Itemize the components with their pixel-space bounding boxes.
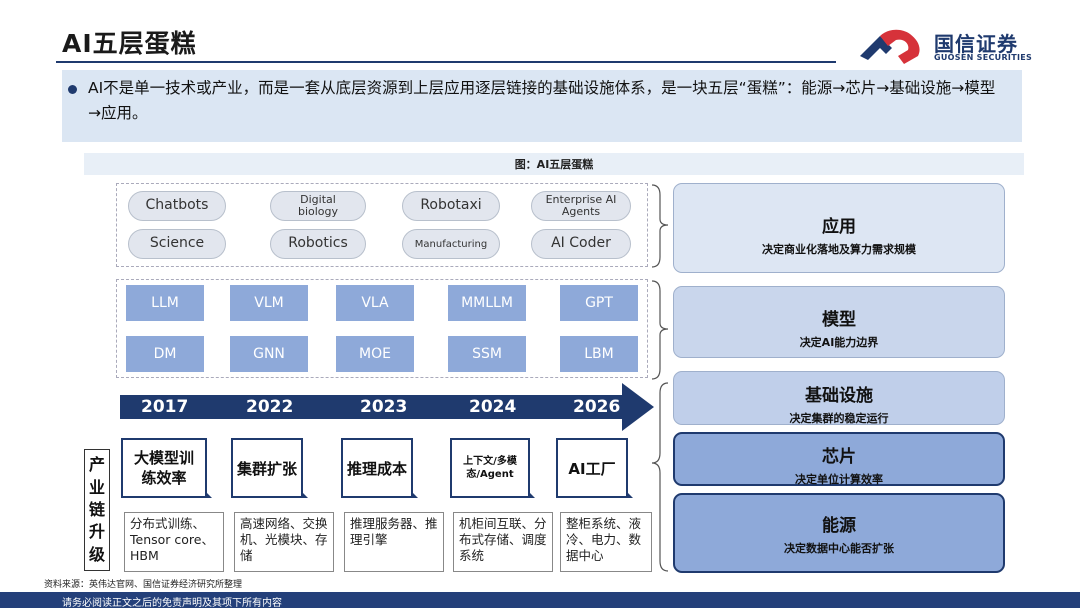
side-label-char: 业 — [88, 477, 105, 497]
model-box: MMLLM — [448, 285, 526, 321]
layer-chip: 芯片 决定单位计算效率 — [673, 432, 1005, 486]
stage-detail: 机柜间互联、分布式存储、调度系统 — [453, 512, 553, 572]
timeline-arrow — [120, 383, 654, 431]
models-group — [116, 279, 648, 378]
model-box: LBM — [560, 336, 638, 372]
stage-detail: 高速网络、交换机、光模块、存储 — [234, 512, 334, 572]
app-pill: Science — [128, 229, 226, 259]
timeline-year: 2017 — [141, 397, 189, 417]
side-label-char: 链 — [88, 499, 105, 519]
layer-name: 基础设施 — [805, 386, 873, 406]
app-pill: Manufacturing — [402, 229, 500, 259]
page-title: AI五层蛋糕 — [62, 29, 197, 58]
stage-box: 集群扩张 — [231, 438, 308, 498]
model-box: LLM — [126, 285, 204, 321]
layer-name: 应用 — [822, 217, 856, 237]
stage-detail: 分布式训练、Tensor core、HBM — [124, 512, 224, 572]
layer-name: 模型 — [822, 310, 856, 330]
model-box: VLA — [336, 285, 414, 321]
model-box: MOE — [336, 336, 414, 372]
timeline-year: 2026 — [573, 397, 621, 417]
layer-application: 应用 决定商业化落地及算力需求规模 — [673, 183, 1005, 273]
footer-bar: 请务必阅读正文之后的免责声明及其项下所有内容 — [0, 592, 1080, 608]
app-pill: Robotaxi — [402, 191, 500, 221]
app-pill: Chatbots — [128, 191, 226, 221]
layer-desc: 决定单位计算效率 — [795, 473, 883, 486]
footer-disclaimer: 请务必阅读正文之后的免责声明及其项下所有内容 — [62, 598, 282, 608]
applications-group — [116, 183, 648, 267]
stage-box: AI工厂 — [556, 438, 633, 498]
layer-desc: 决定数据中心能否扩张 — [784, 542, 894, 555]
stage-detail: 整柜系统、液冷、电力、数据中心 — [560, 512, 652, 572]
figure-title: 图：AI五层蛋糕 — [514, 158, 594, 171]
app-pill: Enterprise AI Agents — [531, 191, 631, 221]
model-box: VLM — [230, 285, 308, 321]
figure-title-bar: 图：AI五层蛋糕 — [84, 153, 1024, 175]
model-box: GPT — [560, 285, 638, 321]
timeline-year: 2023 — [360, 397, 408, 417]
layer-desc: 决定AI能力边界 — [799, 336, 879, 349]
guosen-logo-icon — [860, 29, 920, 64]
app-pill: AI Coder — [531, 229, 631, 259]
model-box: GNN — [230, 336, 308, 372]
layer-infrastructure: 基础设施 决定集群的稳定运行 — [673, 371, 1005, 425]
company-logo: 国信证券 GUOSEN SECURITIES — [858, 26, 1033, 66]
logo-text-cn: 国信证券 — [934, 32, 1018, 56]
layer-name: 芯片 — [822, 447, 856, 467]
stage-detail: 推理服务器、推理引擎 — [344, 512, 444, 572]
layer-energy: 能源 决定数据中心能否扩张 — [673, 493, 1005, 573]
layer-desc: 决定商业化落地及算力需求规模 — [762, 243, 916, 256]
side-label-char: 升 — [88, 522, 105, 542]
title-divider — [56, 61, 836, 63]
side-label-char: 级 — [88, 544, 105, 564]
model-box: SSM — [448, 336, 526, 372]
stage-box: 大模型训练效率 — [121, 438, 212, 498]
industry-chain-upgrade-label: 产 业 链 升 级 — [84, 449, 110, 571]
timeline-year: 2022 — [246, 397, 294, 417]
side-label-char: 产 — [88, 455, 105, 475]
source-note: 资料来源：英伟达官网、国信证券经济研究所整理 — [44, 580, 243, 590]
layer-name: 能源 — [822, 516, 856, 536]
summary-text: AI不是单一技术或产业，而是一套从底层资源到上层应用逐层链接的基础设施体系，是一… — [88, 79, 996, 122]
summary-panel: AI不是单一技术或产业，而是一套从底层资源到上层应用逐层链接的基础设施体系，是一… — [62, 70, 1022, 142]
stage-box: 上下文/多模态/Agent — [450, 438, 535, 498]
app-pill: Robotics — [270, 229, 366, 259]
layer-desc: 决定集群的稳定运行 — [789, 412, 889, 425]
model-box: DM — [126, 336, 204, 372]
layer-model: 模型 决定AI能力边界 — [673, 286, 1005, 358]
bullet-icon — [68, 85, 77, 94]
brace-connectors — [651, 184, 669, 572]
app-pill: Digital biology — [270, 191, 366, 221]
logo-text-en: GUOSEN SECURITIES — [934, 53, 1033, 62]
stage-box: 推理成本 — [341, 438, 418, 498]
timeline-year: 2024 — [469, 397, 517, 417]
